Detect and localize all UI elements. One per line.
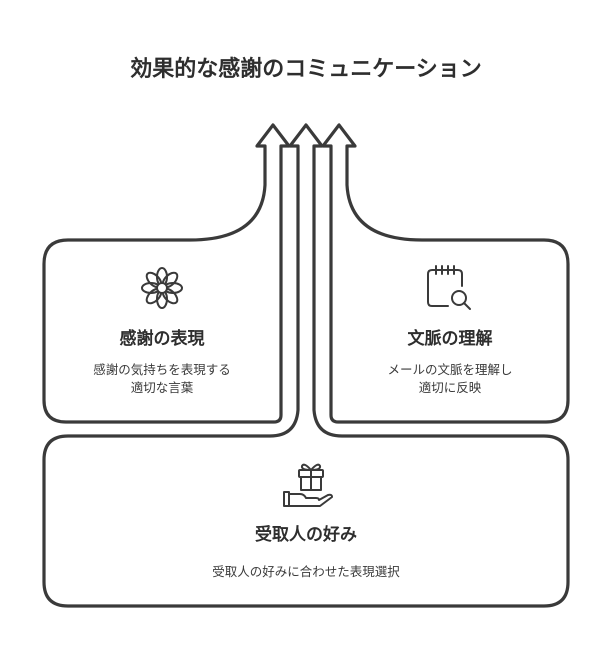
card-title-gratitude-expression: 感謝の表現	[120, 328, 205, 349]
card-title-context-understanding: 文脈の理解	[408, 328, 493, 349]
bottom-card-shape	[42, 123, 570, 608]
gift-hand-icon	[283, 463, 333, 507]
card-desc-context-understanding-line1: メールの文脈を理解し	[387, 362, 512, 377]
right-card-shape	[321, 123, 570, 424]
card-title-recipient-preference: 受取人の好み	[255, 524, 357, 545]
card-desc-gratitude-expression-line2: 適切な言葉	[131, 380, 194, 395]
left-card-shape	[42, 123, 291, 424]
card-desc-context-understanding-line2: 適切に反映	[419, 380, 482, 395]
calendar-search-icon	[427, 265, 471, 310]
card-desc-gratitude-expression-line1: 感謝の気持ちを表現する	[93, 362, 231, 377]
diagram-title: 効果的な感謝のコミュニケーション	[130, 56, 482, 82]
card-desc-recipient-preference-line1: 受取人の好みに合わせた表現選択	[212, 564, 400, 579]
flower-icon	[141, 267, 183, 309]
card-recipient-preference	[42, 123, 570, 608]
card-context-understanding	[321, 123, 570, 424]
card-gratitude-expression	[42, 123, 291, 424]
